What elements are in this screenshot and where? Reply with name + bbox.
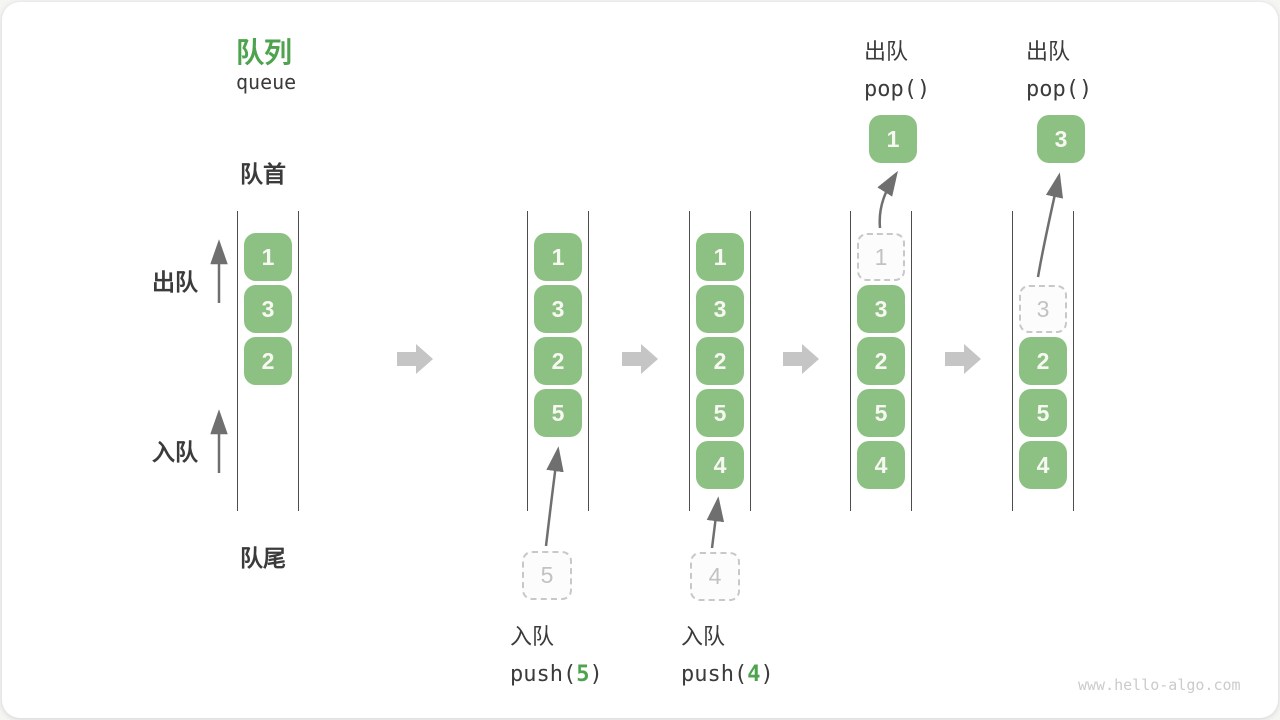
push-argument: 5 (576, 662, 590, 687)
op-zh-label: 出队 (864, 39, 909, 64)
queue-column-state5: 3 2 5 4 (1012, 211, 1074, 511)
queue-cell: 2 (244, 337, 292, 385)
queue-cell: 3 (857, 285, 905, 333)
incoming-element-box: 4 (690, 552, 740, 601)
operation-label-pop-1: 出队 pop() (864, 34, 930, 102)
op-code-label: push(4) (681, 662, 774, 687)
label-queue-rear: 队尾 (240, 545, 286, 571)
label-enqueue-direction: 入队 (152, 439, 198, 465)
queue-cell: 2 (857, 337, 905, 385)
op-zh-label: 出队 (1026, 39, 1071, 64)
queue-cell: 3 (534, 285, 582, 333)
queue-cell: 5 (1019, 389, 1067, 437)
label-dequeue-direction: 出队 (152, 269, 198, 295)
title-en: queue (236, 70, 297, 94)
queue-cell: 4 (1019, 441, 1067, 489)
queue-cell: 2 (696, 337, 744, 385)
queue-cell: 4 (696, 441, 744, 489)
queue-cell-removed: 1 (857, 233, 905, 281)
queue-cell: 1 (244, 233, 292, 281)
label-queue-front: 队首 (240, 161, 286, 187)
push-argument: 4 (747, 662, 761, 687)
op-zh-label: 入队 (510, 624, 555, 649)
queue-cell: 2 (1019, 337, 1067, 385)
queue-cell: 5 (857, 389, 905, 437)
op-code-label: pop() (1026, 77, 1093, 102)
watermark: www.hello-algo.com (1078, 676, 1241, 694)
op-code-label: push(5) (510, 662, 603, 687)
queue-cell-removed: 3 (1019, 285, 1067, 333)
queue-cell: 1 (696, 233, 744, 281)
title-zh: 队列 (236, 37, 293, 68)
queue-column-state4: 1 3 2 5 4 (850, 211, 912, 511)
queue-column-state1: 1 3 2 (237, 211, 299, 511)
op-zh-label: 入队 (681, 624, 726, 649)
queue-cell: 5 (534, 389, 582, 437)
queue-column-state2: 1 3 2 5 (527, 211, 589, 511)
op-code-label: pop() (864, 77, 931, 102)
popped-element-box: 1 (869, 115, 917, 163)
queue-cell: 3 (244, 285, 292, 333)
queue-cell: 2 (534, 337, 582, 385)
queue-cell: 5 (696, 389, 744, 437)
queue-column-state3: 1 3 2 5 4 (689, 211, 751, 511)
popped-element-box: 3 (1037, 115, 1085, 163)
operation-label-push-5: 入队 push(5) (510, 619, 603, 687)
operation-label-push-4: 入队 push(4) (681, 619, 774, 687)
queue-cell: 3 (696, 285, 744, 333)
incoming-element-box: 5 (522, 551, 572, 600)
queue-cell: 4 (857, 441, 905, 489)
queue-cell: 1 (534, 233, 582, 281)
operation-label-pop-2: 出队 pop() (1026, 34, 1092, 102)
